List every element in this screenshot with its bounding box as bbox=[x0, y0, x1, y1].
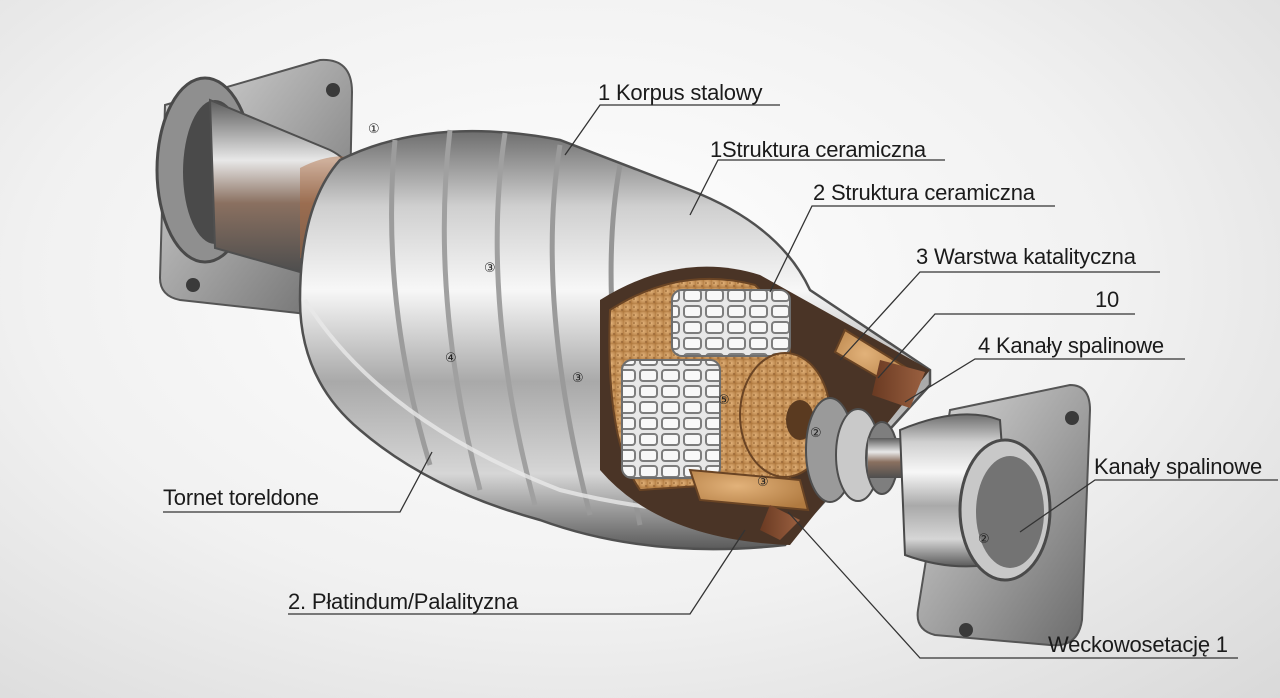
label-tornet-toreldone: Tornet toreldone bbox=[163, 485, 319, 510]
part-markers: ① ③ ④ ③ ⑤ ③ ② ② bbox=[368, 122, 990, 547]
marker-3a: ③ bbox=[484, 261, 496, 276]
label-struktura-ceramiczna-1: 1Struktura ceramiczna bbox=[710, 137, 926, 162]
marker-4: ④ bbox=[445, 351, 457, 366]
cutaway-interior bbox=[600, 266, 930, 545]
leader-lines bbox=[163, 104, 1278, 659]
marker-3b: ③ bbox=[572, 371, 584, 386]
label-10: 10 bbox=[1095, 287, 1120, 312]
label-weckowosetacje: Weckowosetację 1 bbox=[1048, 632, 1228, 657]
marker-5: ⑤ bbox=[718, 393, 730, 408]
marker-2b: ② bbox=[978, 532, 990, 547]
label-warstwa-katalityczna: 3 Warstwa katalityczna bbox=[916, 244, 1136, 269]
label-kanaly-spalinowe-4: 4 Kanały spalinowe bbox=[978, 333, 1164, 358]
outlet-coupling bbox=[805, 397, 910, 503]
marker-1: ① bbox=[368, 122, 380, 137]
label-korpus-stalowy: 1 Korpus stalowy bbox=[598, 80, 763, 105]
label-struktura-ceramiczna-2: 2 Struktura ceramiczna bbox=[813, 180, 1035, 205]
label-kanaly-spalinowe: Kanały spalinowe bbox=[1094, 454, 1263, 479]
outlet-flange bbox=[898, 383, 1092, 647]
marker-3c: ③ bbox=[757, 475, 769, 490]
label-platindum-palalityzna: 2. Płatindum/Palalityzna bbox=[288, 589, 518, 614]
marker-2a: ② bbox=[810, 426, 822, 441]
